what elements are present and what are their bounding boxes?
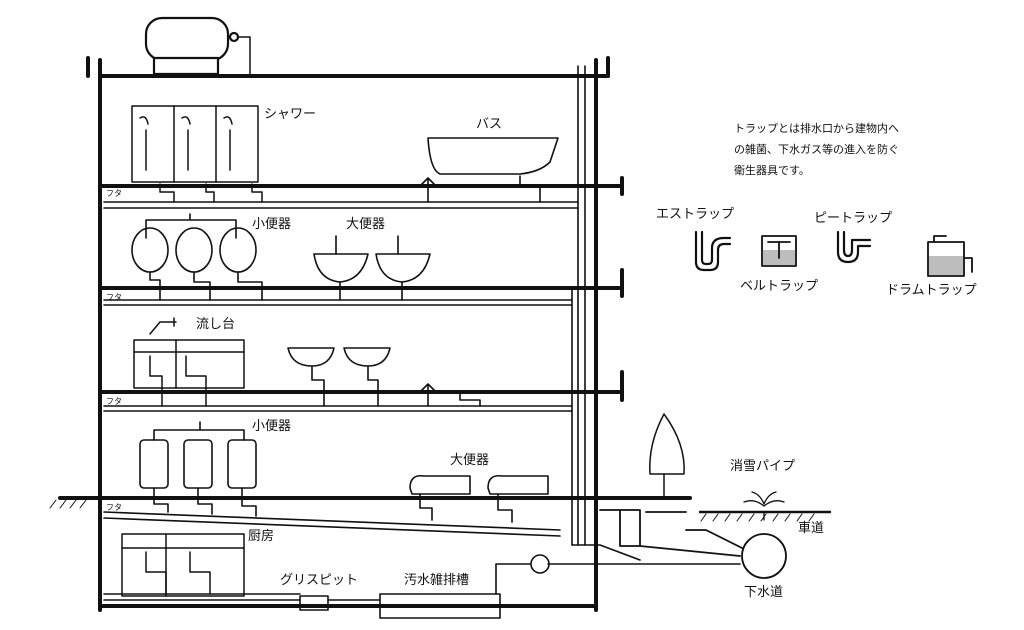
kitchen-label: 厨房 <box>248 529 275 544</box>
sewage-tank <box>379 554 741 619</box>
s-trap-label: エストラップ <box>656 207 735 222</box>
description-line: 衛生器具です。 <box>734 164 810 177</box>
building-walls <box>86 56 610 612</box>
lid-label: フタ <box>106 189 122 198</box>
p-trap-icon <box>836 230 872 264</box>
urinals-lower <box>139 421 257 517</box>
description-line: トラップとは排水口から建物内へ <box>734 122 899 135</box>
bath-label: バス <box>476 117 503 132</box>
roadway-label: 車道 <box>798 521 825 536</box>
sink-label: 流し台 <box>196 317 236 332</box>
lid-label: フタ <box>106 503 122 512</box>
toilet-label-upper: 大便器 <box>346 217 386 232</box>
sewer-label: 下水道 <box>744 585 784 600</box>
kitchen-basement <box>121 533 245 597</box>
p-trap-label: ピートラップ <box>814 211 893 226</box>
wash-basins <box>287 347 481 407</box>
grease-pit-label: グリスピット <box>280 573 359 588</box>
bell-trap-label: ベルトラップ <box>740 279 819 294</box>
lid-label: フタ <box>106 293 122 302</box>
tree <box>649 413 685 499</box>
description-line: の雑菌、下水ガス等の進入を防ぐ <box>734 143 899 156</box>
sink-counter <box>133 317 245 407</box>
urinal-label-lower: 小便器 <box>252 419 292 434</box>
grease-pit <box>299 595 381 611</box>
vertical-drain-stacks <box>571 65 641 561</box>
toilet-label-lower: 大便器 <box>450 453 490 468</box>
shower-label: シャワー <box>264 107 317 122</box>
sewage-tank-label: 汚水雑排槽 <box>404 573 470 588</box>
bathtub <box>419 137 559 203</box>
shower-stalls <box>131 105 263 203</box>
snow-pipe-label: 消雪パイプ <box>730 459 796 474</box>
s-trap-icon <box>694 230 732 272</box>
ground-line <box>49 499 832 522</box>
bell-trap-icon <box>761 235 797 267</box>
toilets-upper <box>313 235 431 301</box>
floor-drain-pipes <box>103 201 579 601</box>
drum-trap-icon <box>927 235 973 277</box>
drum-trap-label: ドラムトラップ <box>886 283 977 298</box>
lid-label: フタ <box>106 397 122 406</box>
snow-melting-pipe <box>743 491 785 521</box>
trap-description: トラップとは排水口から建物内へ の雑菌、下水ガス等の進入を防ぐ 衛生器具です。 <box>734 118 964 181</box>
sewer-main <box>599 509 787 579</box>
roof-water-tank <box>144 16 251 76</box>
urinal-label-upper: 小便器 <box>252 217 292 232</box>
toilets-lower <box>409 474 549 523</box>
urinals-upper <box>131 213 263 301</box>
